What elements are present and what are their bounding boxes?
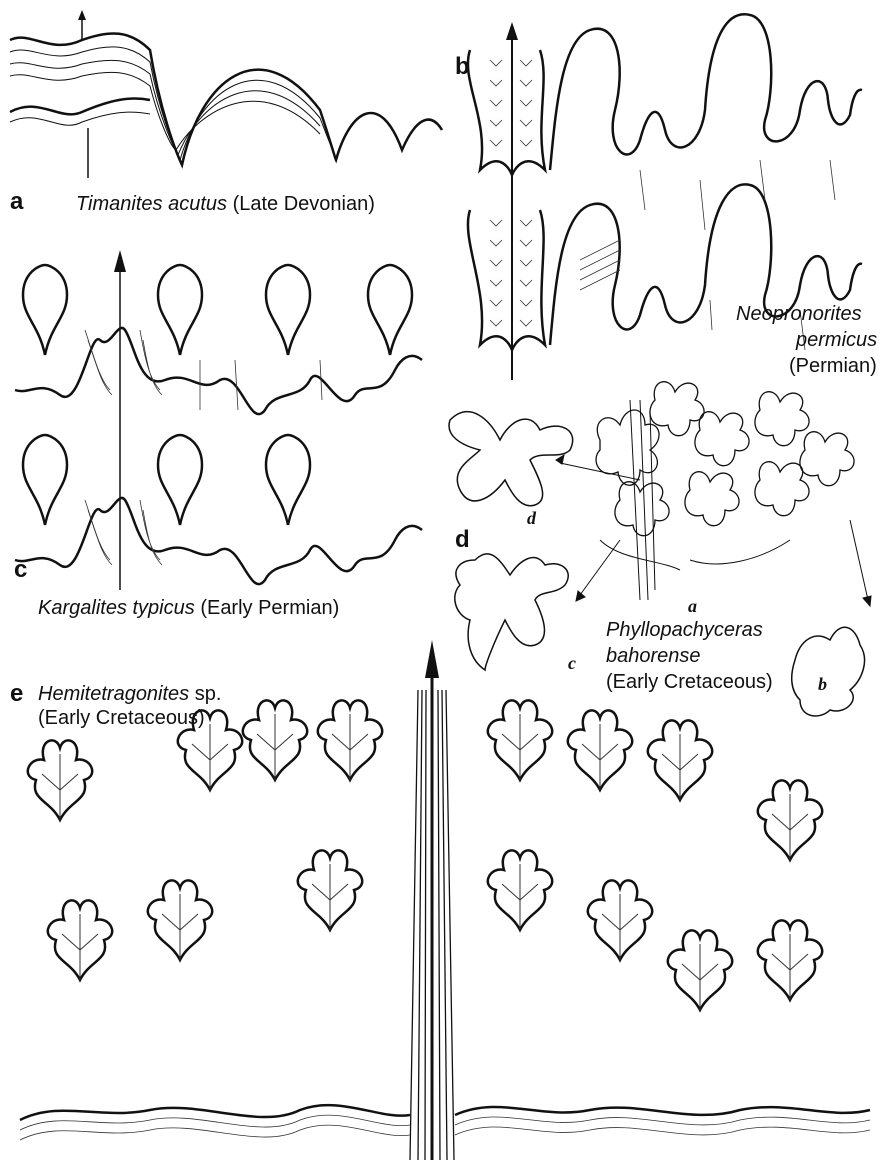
panel-b-genus-line2: permicus bbox=[796, 328, 877, 352]
panel-e-caption: Hemitetragonites sp. bbox=[38, 682, 221, 706]
panel-d-genus-line2: bahorense bbox=[606, 644, 701, 668]
panel-e-age: (Early Cretaceous) bbox=[38, 706, 205, 730]
panel-b-letter: b bbox=[455, 53, 470, 80]
panel-a-caption: Timanites acutus (Late Devonian) bbox=[76, 192, 375, 216]
suture-a-drawing bbox=[10, 10, 442, 178]
panel-a-genus: Timanites acutus bbox=[76, 193, 227, 215]
panel-b-label: b bbox=[455, 55, 470, 80]
panel-a-letter: a bbox=[10, 188, 23, 215]
panel-e-letter: e bbox=[10, 680, 23, 707]
panel-e-label: e bbox=[10, 682, 23, 707]
panel-a-age: (Late Devonian) bbox=[233, 193, 375, 215]
panel-e-suffix: sp. bbox=[189, 683, 221, 705]
suture-c-drawing bbox=[15, 250, 422, 590]
panel-d-label: d bbox=[455, 528, 470, 553]
panel-b-genus-line1: Neopronorites bbox=[736, 302, 862, 326]
panel-a-label: a bbox=[10, 190, 23, 215]
panel-e-genus: Hemitetragonites bbox=[38, 683, 189, 705]
panel-c-genus: Kargalites typicus bbox=[38, 597, 195, 619]
panel-d-sublabel-d: d bbox=[527, 508, 536, 529]
panel-d-sublabel-a: a bbox=[688, 596, 697, 617]
panel-d-genus-line1: Phyllopachyceras bbox=[606, 618, 763, 642]
panel-d-sublabel-b: b bbox=[818, 674, 827, 695]
panel-d-letter: d bbox=[455, 526, 470, 553]
panel-c-age: (Early Permian) bbox=[200, 597, 339, 619]
panel-d-sublabel-c: c bbox=[568, 653, 576, 674]
panel-c-caption: Kargalites typicus (Early Permian) bbox=[38, 596, 339, 620]
panel-c-label: c bbox=[14, 558, 27, 583]
panel-b-age: (Permian) bbox=[789, 354, 877, 378]
panel-d-age: (Early Cretaceous) bbox=[606, 670, 773, 694]
panel-c-letter: c bbox=[14, 556, 27, 583]
